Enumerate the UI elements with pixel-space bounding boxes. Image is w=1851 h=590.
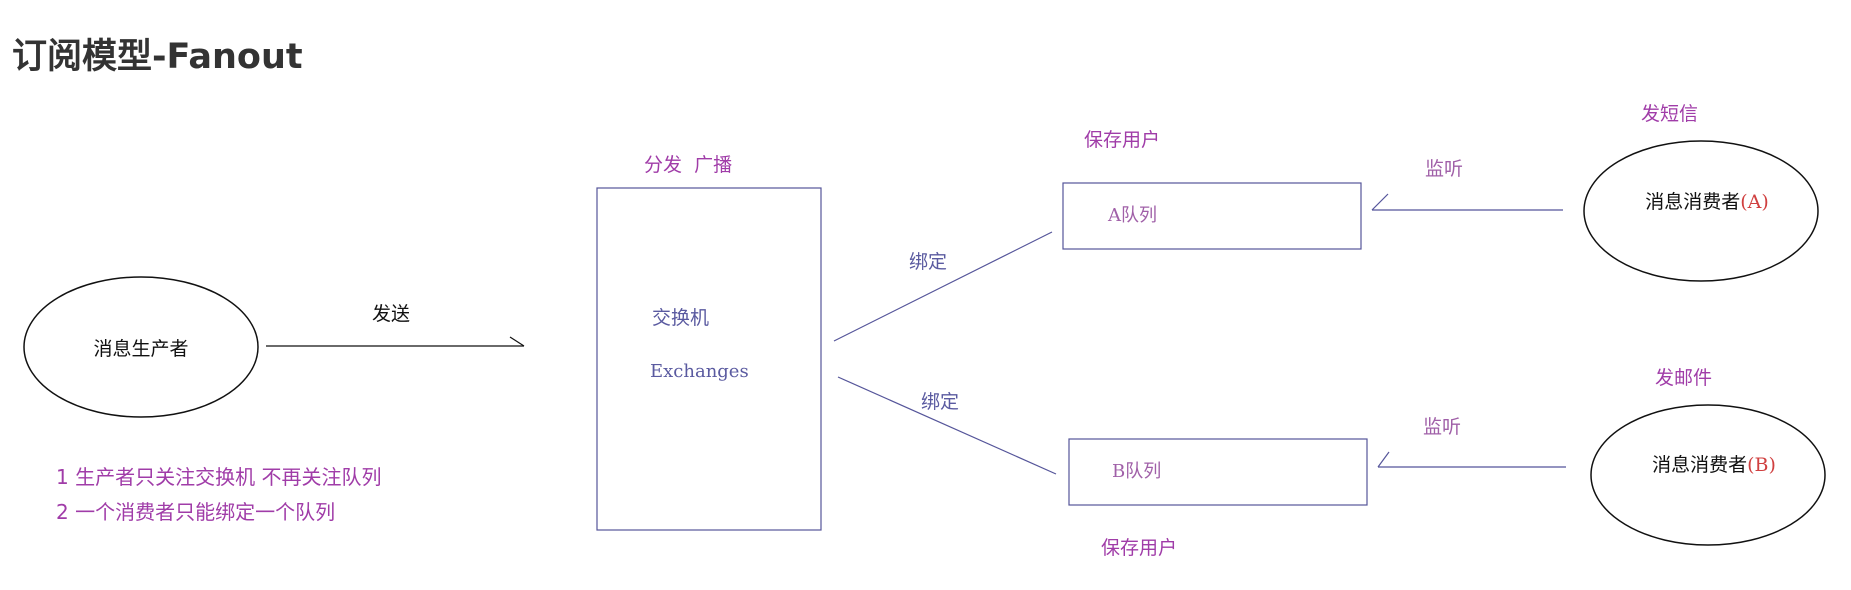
consumer-a-name: 消息消费者 xyxy=(1645,191,1740,213)
exchange-line1: 交换机 xyxy=(652,307,709,329)
consumer-b-caption: 发邮件 xyxy=(1655,367,1712,389)
queue-a-node xyxy=(1062,182,1362,250)
consumer-a-suffix: (A) xyxy=(1740,191,1769,213)
binding-line-a xyxy=(833,231,1053,342)
consumer-b-node xyxy=(1590,404,1826,546)
exchange-caption: 分发 广播 xyxy=(644,154,732,176)
listen-arrowhead-a xyxy=(1371,193,1389,211)
exchange-line2: Exchanges xyxy=(650,361,749,382)
queue-b-label: B队列 xyxy=(1112,461,1161,482)
note-2: 2 一个消费者只能绑定一个队列 xyxy=(56,500,336,524)
queue-b-caption: 保存用户 xyxy=(1101,537,1177,559)
producer-label: 消息生产者 xyxy=(93,338,188,360)
exchange-node xyxy=(596,187,822,531)
consumer-a-node xyxy=(1583,140,1819,282)
listen-label-b: 监听 xyxy=(1423,416,1461,438)
consumer-b-name: 消息消费者 xyxy=(1652,454,1747,476)
consumer-a-label: 消息消费者(A) xyxy=(1615,191,1787,213)
send-arrowhead xyxy=(509,336,525,347)
consumer-a-caption: 发短信 xyxy=(1641,103,1698,125)
binding-label-a: 绑定 xyxy=(909,251,947,273)
listen-arrowhead-b xyxy=(1377,451,1390,468)
binding-line-b xyxy=(837,376,1057,475)
queue-a-caption: 保存用户 xyxy=(1084,129,1160,151)
queue-a-label: A队列 xyxy=(1107,205,1157,226)
listen-label-a: 监听 xyxy=(1425,158,1463,180)
note-1: 1 生产者只关注交换机 不再关注队列 xyxy=(56,465,382,489)
producer-node xyxy=(23,276,259,418)
send-label: 发送 xyxy=(372,303,410,325)
consumer-b-label: 消息消费者(B) xyxy=(1622,454,1794,476)
queue-b-node xyxy=(1068,438,1368,506)
binding-label-b: 绑定 xyxy=(921,391,959,413)
page-title: 订阅模型-Fanout xyxy=(12,37,303,77)
notes: 1 生产者只关注交换机 不再关注队列 2 一个消费者只能绑定一个队列 xyxy=(56,460,381,530)
consumer-b-suffix: (B) xyxy=(1747,454,1776,476)
